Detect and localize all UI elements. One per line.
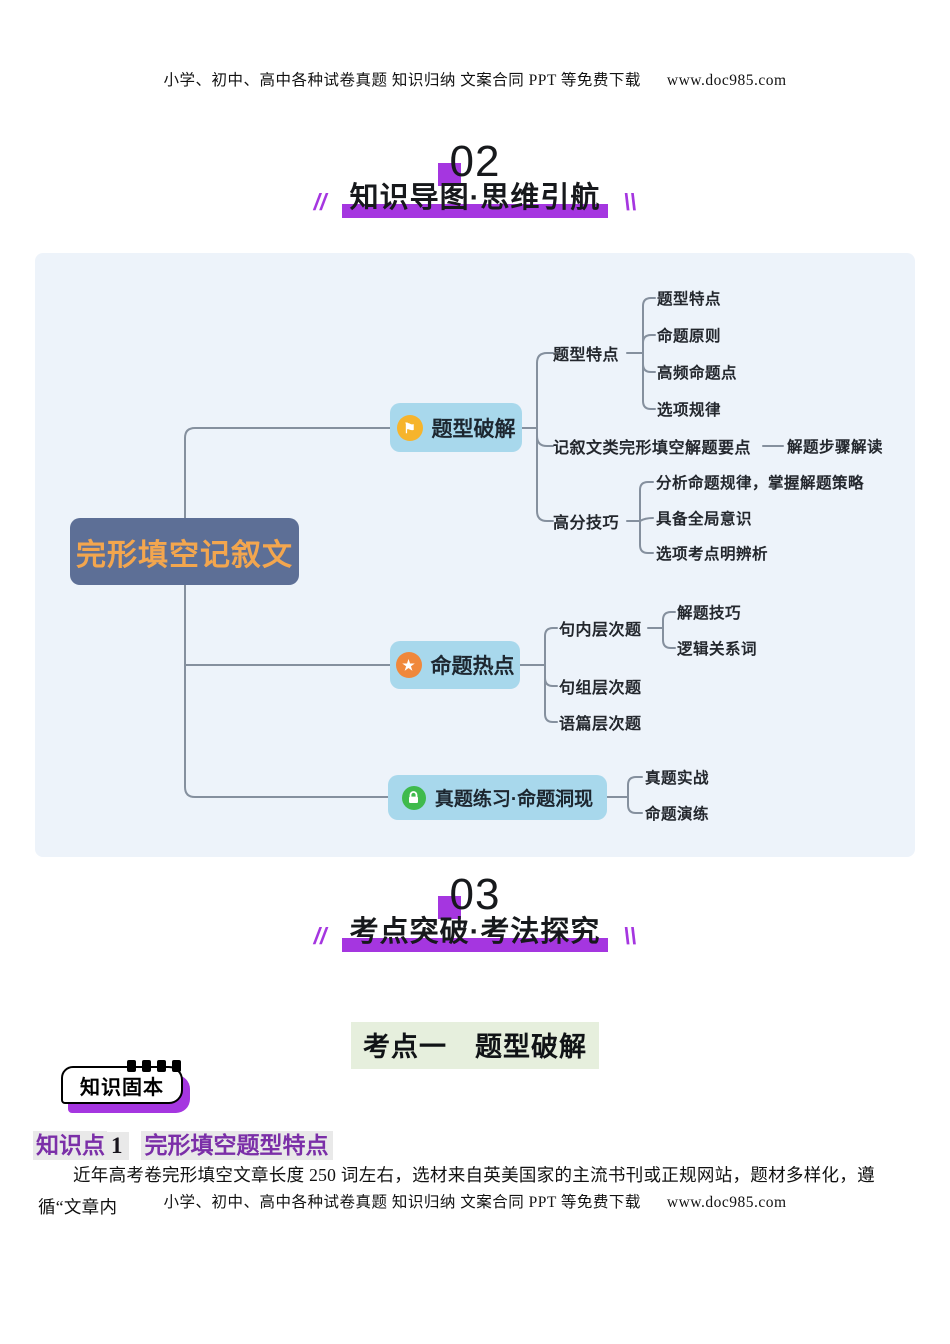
slash-right-icon: \\ (623, 189, 637, 215)
section-02-title: 知识导图·思维引航 (349, 182, 601, 214)
header-url: www.doc985.com (666, 72, 787, 89)
flag-icon: ⚑ (396, 414, 423, 441)
node-label: 题型特点 (657, 291, 722, 308)
knowledge-point-title: 完形填空题型特点 (140, 1131, 333, 1160)
section-03-title-block: // 考点突破·考法探究 \\ (0, 915, 950, 952)
section-03-number: 03 (449, 870, 501, 919)
badge-label: 知识固本 (61, 1066, 183, 1104)
branch-label: 命题热点 (430, 655, 515, 678)
node-label: 语篇层次题 (559, 716, 642, 733)
node-label: 命题演练 (645, 806, 710, 823)
branch-label: 真题练习·命题洞现 (434, 789, 594, 810)
mindmap-panel: 完形填空记叙文 ⚑ 题型破解 ★ 命题热点 真题练习·命题洞现 题型特点 记叙文… (35, 253, 915, 857)
node-label: 选项规律 (657, 402, 722, 419)
section-03: 03 (0, 870, 950, 919)
node-label: 高频命题点 (657, 365, 738, 382)
node-label: 真题实战 (645, 770, 710, 787)
node-label: 记叙文类完形填空解题要点 (553, 440, 752, 457)
header-text: 小学、初中、高中各种试卷真题 知识归纳 文案合同 PPT 等免费下载 (163, 72, 641, 89)
slash-right-icon: \\ (623, 923, 637, 949)
node-label: 高分技巧 (553, 515, 620, 532)
badge-tab-icon (142, 1060, 151, 1072)
section-02: 02 (0, 137, 950, 186)
section-02-title-bar (341, 203, 609, 218)
node-label: 解题技巧 (677, 605, 742, 622)
badge-tab-icon (127, 1060, 136, 1072)
node-label: 具备全局意识 (656, 511, 753, 528)
node-label: 分析命题规律，掌握解题策略 (656, 475, 865, 492)
kaodian-heading-block: 考点一 题型破解 (0, 1022, 950, 1069)
lock-icon (401, 785, 426, 810)
badge-tab-icon (172, 1060, 181, 1072)
node-label: 句内层次题 (559, 622, 642, 639)
node-label: 逻辑关系词 (677, 641, 758, 658)
knowledge-point-number: 1 (107, 1132, 129, 1160)
node-label: 选项考点明辨析 (656, 546, 769, 563)
node-label: 题型特点 (553, 347, 620, 364)
body-paragraph: 近年高考卷完形填空文章长度 250 词左右，选材来自英美国家的主流书刊或正规网站… (38, 1165, 875, 1217)
slash-left-icon: // (313, 189, 327, 215)
section-02-square (437, 163, 461, 186)
branch-node-mingtiredian: ★ 命题热点 (390, 641, 520, 689)
node-label: 句组层次题 (559, 680, 642, 697)
branch-node-zhentilianxi: 真题练习·命题洞现 (388, 775, 607, 820)
node-label: 解题步骤解读 (787, 439, 884, 456)
section-02-title-block: // 知识导图·思维引航 \\ (0, 181, 950, 218)
knowledge-badge: 知识固本 (61, 1060, 190, 1113)
branch-label: 题型破解 (431, 417, 516, 441)
section-02-number: 02 (449, 137, 501, 186)
star-icon: ★ (395, 652, 422, 678)
node-label: 命题原则 (657, 328, 722, 345)
kaodian-heading: 考点一 题型破解 (351, 1022, 599, 1069)
section-03-title-bar (341, 937, 609, 952)
page-header: 小学、初中、高中各种试卷真题 知识归纳 文案合同 PPT 等免费下载 www.do… (0, 68, 950, 90)
badge-tab-icon (157, 1060, 166, 1072)
page-footer: 小学、初中、高中各种试卷真题 知识归纳 文案合同 PPT 等免费下载 www.do… (0, 1190, 950, 1212)
mindmap-root-node: 完形填空记叙文 (70, 518, 299, 585)
slash-left-icon: // (313, 923, 327, 949)
footer-url: www.doc985.com (666, 1194, 787, 1211)
section-03-title: 考点突破·考法探究 (349, 916, 601, 948)
section-03-square (437, 896, 461, 919)
footer-text: 小学、初中、高中各种试卷真题 知识归纳 文案合同 PPT 等免费下载 (163, 1194, 641, 1211)
branch-node-tixingpojie: ⚑ 题型破解 (390, 403, 522, 452)
knowledge-point-label: 知识点 (33, 1131, 107, 1160)
mindmap-connectors (184, 297, 784, 814)
